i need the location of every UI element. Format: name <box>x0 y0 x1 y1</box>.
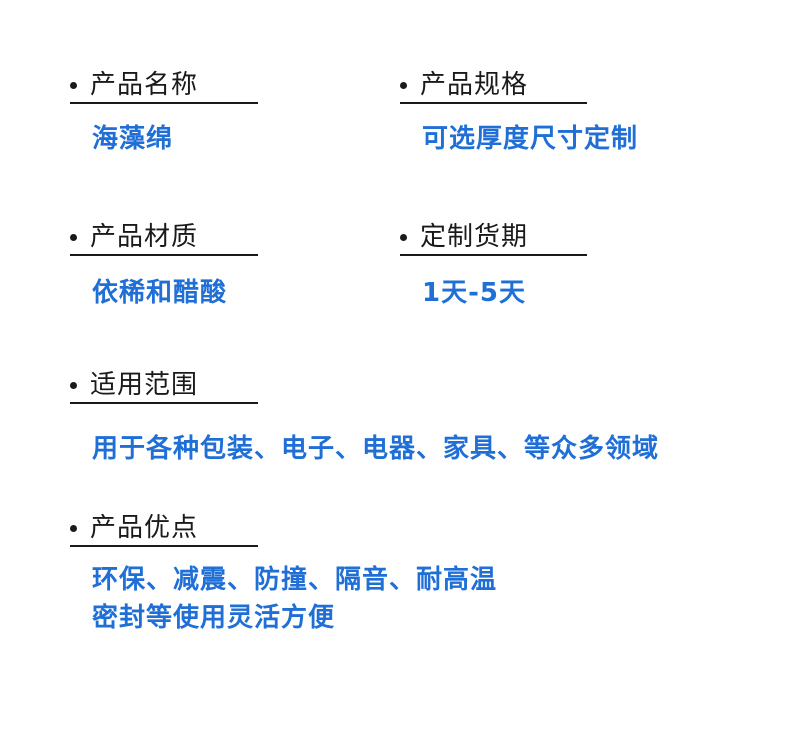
product-spec-label-row: 产品规格 <box>400 70 587 104</box>
product-spec-value: 可选厚度尺寸定制 <box>422 124 639 154</box>
product-advantages-line-1: 环保、减震、防撞、隔音、耐高温 <box>92 565 498 595</box>
application-scope-label-row: 适用范围 <box>70 370 258 404</box>
delivery-time-label-row: 定制货期 <box>400 222 587 256</box>
product-material-label: 产品材质 <box>90 222 199 252</box>
product-advantages-section: 产品优点 环保、减震、防撞、隔音、耐高温 密封等使用灵活方便 <box>70 513 670 653</box>
product-spec-label: 产品规格 <box>420 70 529 100</box>
bullet-icon <box>70 382 77 389</box>
bullet-icon <box>70 525 77 532</box>
product-name-label-row: 产品名称 <box>70 70 258 104</box>
product-advantages-label: 产品优点 <box>90 513 199 543</box>
delivery-time-value: 1天-5天 <box>422 278 526 308</box>
bullet-icon <box>70 82 77 89</box>
product-advantages-label-row: 产品优点 <box>70 513 258 547</box>
product-material-value: 依稀和醋酸 <box>92 278 228 308</box>
application-scope-section: 适用范围 用于各种包装、电子、电器、家具、等众多领域 <box>70 370 770 470</box>
product-advantages-line-2: 密封等使用灵活方便 <box>92 603 336 633</box>
bullet-icon <box>400 234 407 241</box>
product-spec-section: 产品规格 可选厚度尺寸定制 <box>400 70 720 160</box>
delivery-time-section: 定制货期 1天-5天 <box>400 222 600 312</box>
product-material-section: 产品材质 依稀和醋酸 <box>70 222 258 312</box>
product-name-section: 产品名称 海藻绵 <box>70 70 258 160</box>
product-name-label: 产品名称 <box>90 70 199 100</box>
application-scope-label: 适用范围 <box>90 370 199 400</box>
application-scope-value: 用于各种包装、电子、电器、家具、等众多领域 <box>92 434 660 464</box>
bullet-icon <box>400 82 407 89</box>
product-name-value: 海藻绵 <box>92 124 174 154</box>
delivery-time-label: 定制货期 <box>420 222 529 252</box>
bullet-icon <box>70 234 77 241</box>
product-material-label-row: 产品材质 <box>70 222 258 256</box>
